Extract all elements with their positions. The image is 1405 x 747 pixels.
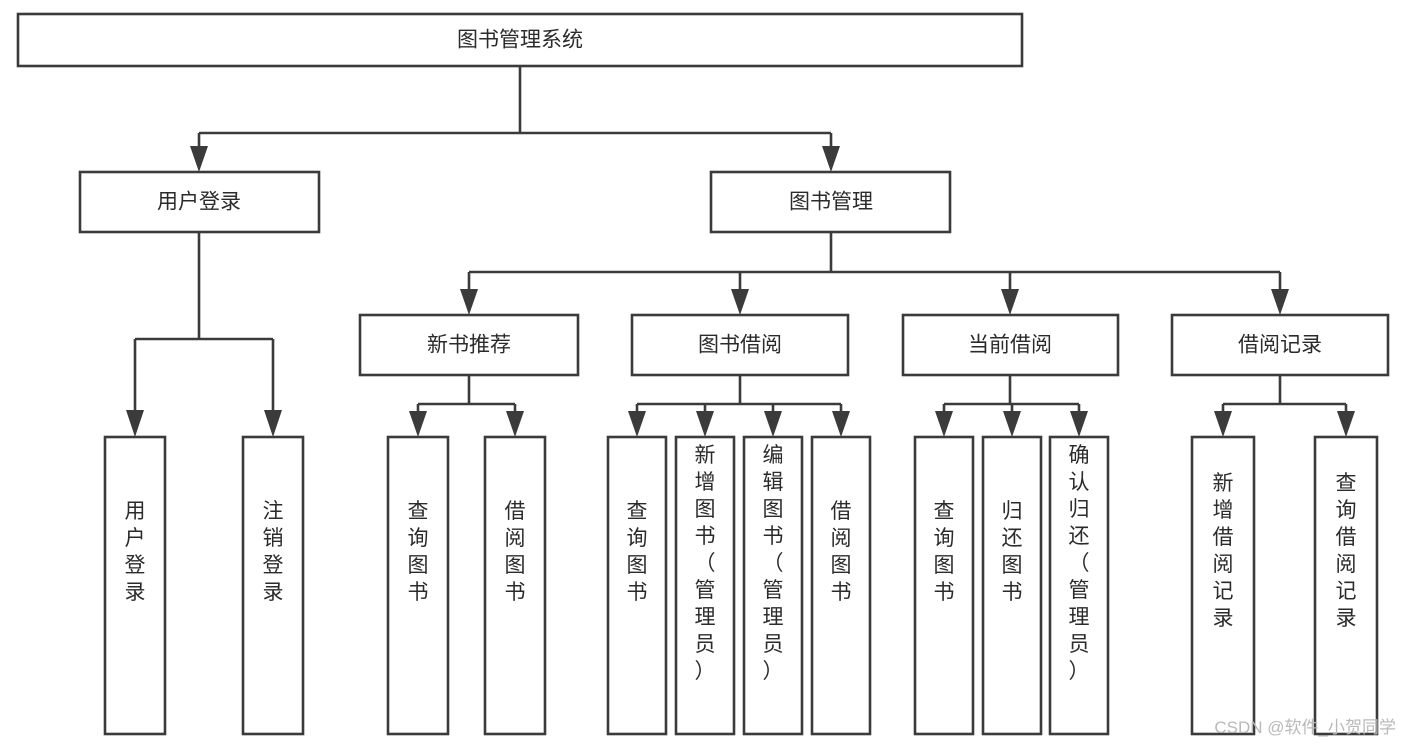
- node-leaf-12[interactable]: 新增借阅记录: [1190, 435, 1256, 736]
- node-login-label: 用户登录: [157, 191, 241, 214]
- node-current-label: 当前借阅: [968, 334, 1052, 357]
- node-root-box[interactable]: [16, 12, 1024, 68]
- node-newbook[interactable]: 新书推荐: [358, 313, 580, 377]
- node-bookmgmt-box[interactable]: [709, 170, 952, 234]
- node-leaf-8-box[interactable]: [810, 435, 872, 736]
- node-leaf-7-box[interactable]: [742, 435, 804, 736]
- node-leaf-11-label: 确认归还（管理员）: [1069, 444, 1090, 683]
- node-leaf-11-box[interactable]: [1048, 435, 1110, 736]
- arrow-bookmgmt-to-current: [1001, 289, 1019, 315]
- node-borrow-label: 图书借阅: [698, 334, 782, 357]
- node-leaf-4[interactable]: 借阅图书: [483, 435, 547, 736]
- node-leaf-9-box[interactable]: [913, 435, 975, 736]
- node-leaf-4-box[interactable]: [483, 435, 547, 736]
- node-leaf-13[interactable]: 查询借阅记录: [1313, 435, 1379, 736]
- node-leaf-12-label: 新增借阅记录: [1213, 472, 1234, 630]
- arrow-record-to-leaf13: [1337, 411, 1355, 437]
- node-leaf-2-label: 注销登录: [263, 500, 284, 604]
- node-leaf-1[interactable]: 用户登录: [103, 435, 167, 736]
- node-bookmgmt[interactable]: 图书管理: [709, 170, 952, 234]
- arrow-current-to-leaf9: [935, 411, 953, 437]
- arrow-current-to-leaf10: [1003, 411, 1021, 437]
- node-leaf-10-box[interactable]: [981, 435, 1043, 736]
- node-leaf-7-label: 编辑图书（管理员）: [763, 444, 784, 683]
- node-record[interactable]: 借阅记录: [1170, 313, 1390, 377]
- connector-layer: [126, 66, 1355, 437]
- arrow-bookmgmt-to-record: [1271, 289, 1289, 315]
- node-leaf-3-box[interactable]: [386, 435, 450, 736]
- arrow-login-to-leaf2: [264, 410, 282, 437]
- node-newbook-box[interactable]: [358, 313, 580, 377]
- node-leaf-5-label: 查询图书: [627, 500, 648, 604]
- node-root[interactable]: 图书管理系统: [16, 12, 1024, 68]
- node-borrow-box[interactable]: [630, 313, 850, 377]
- node-leaf-12-box[interactable]: [1190, 435, 1256, 736]
- node-leaf-10-label: 归还图书: [1002, 500, 1023, 604]
- node-leaf-2[interactable]: 注销登录: [241, 435, 305, 736]
- node-leaf-3[interactable]: 查询图书: [386, 435, 450, 736]
- node-leaf-11[interactable]: 确认归还（管理员）: [1048, 435, 1110, 736]
- node-leaf-9[interactable]: 查询图书: [913, 435, 975, 736]
- node-leaf-7[interactable]: 编辑图书（管理员）: [742, 435, 804, 736]
- node-leaf-3-label: 查询图书: [408, 500, 429, 604]
- node-leaf-13-label: 查询借阅记录: [1336, 472, 1357, 630]
- node-record-box[interactable]: [1170, 313, 1390, 377]
- node-borrow[interactable]: 图书借阅: [630, 313, 850, 377]
- node-leaf-6-label: 新增图书（管理员）: [695, 444, 716, 683]
- node-root-label: 图书管理系统: [457, 29, 583, 52]
- node-login-box[interactable]: [78, 170, 321, 234]
- node-record-label: 借阅记录: [1238, 334, 1322, 357]
- arrow-login-to-leaf1: [126, 410, 144, 437]
- arrow-borrow-to-leaf8: [832, 411, 850, 437]
- arrow-bookmgmt-to-newbook: [460, 289, 478, 315]
- node-leaf-8[interactable]: 借阅图书: [810, 435, 872, 736]
- arrow-borrow-to-leaf5: [628, 411, 646, 437]
- node-newbook-label: 新书推荐: [427, 334, 511, 357]
- arrow-borrow-to-leaf7: [764, 411, 782, 437]
- arrow-root-to-login: [190, 146, 208, 172]
- arrow-bookmgmt-to-borrow: [731, 289, 749, 315]
- node-leaf-9-label: 查询图书: [934, 500, 955, 604]
- node-leaf-13-box[interactable]: [1313, 435, 1379, 736]
- node-leaf-1-box[interactable]: [103, 435, 167, 736]
- arrow-current-to-leaf11: [1070, 411, 1088, 437]
- node-leaf-8-label: 借阅图书: [831, 500, 852, 604]
- arrow-root-to-bookmgmt: [822, 146, 840, 172]
- node-leaf-6[interactable]: 新增图书（管理员）: [674, 435, 736, 736]
- arrow-newbook-to-leaf4: [506, 411, 524, 437]
- node-login[interactable]: 用户登录: [78, 170, 321, 234]
- arrow-newbook-to-leaf3: [409, 411, 427, 437]
- csdn-watermark: CSDN @软件_小贺同学: [1214, 718, 1396, 737]
- node-bookmgmt-label: 图书管理: [789, 191, 873, 214]
- arrow-borrow-to-leaf6: [696, 411, 714, 437]
- node-leaf-5[interactable]: 查询图书: [606, 435, 668, 736]
- node-leaf-10[interactable]: 归还图书: [981, 435, 1043, 736]
- node-leaf-6-box[interactable]: [674, 435, 736, 736]
- node-leaf-2-box[interactable]: [241, 435, 305, 736]
- node-current[interactable]: 当前借阅: [901, 313, 1120, 377]
- node-leaf-1-label: 用户登录: [125, 500, 146, 604]
- node-current-box[interactable]: [901, 313, 1120, 377]
- node-leaf-4-label: 借阅图书: [505, 500, 526, 604]
- arrow-record-to-leaf12: [1214, 411, 1232, 437]
- node-leaf-5-box[interactable]: [606, 435, 668, 736]
